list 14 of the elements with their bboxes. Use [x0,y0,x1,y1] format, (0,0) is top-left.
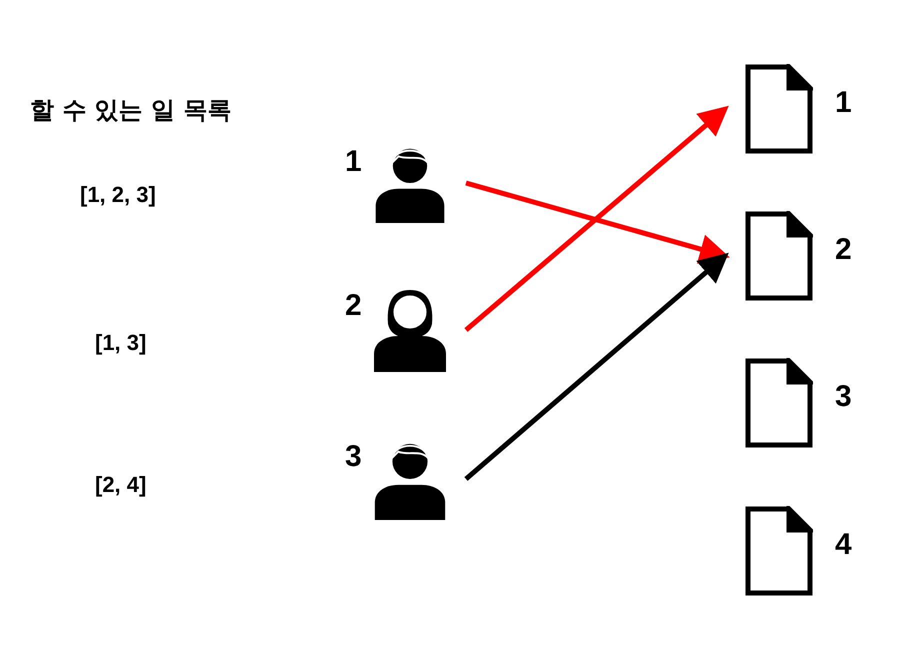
list-label: [1, 2, 3] [80,181,156,209]
number-label: 1 [345,147,362,177]
arrow [464,106,729,332]
number-label: 2 [345,291,362,321]
number-label: 4 [835,530,852,560]
arrow [465,180,730,264]
arrow [464,252,729,481]
list-label: [1, 3] [95,329,146,357]
number-label: 1 [835,88,852,118]
title: 할 수 있는 일 목록 [30,95,232,126]
number-label: 2 [835,235,852,265]
number-label: 3 [345,442,362,472]
list-label: [2, 4] [95,471,146,499]
number-label: 3 [835,382,852,412]
